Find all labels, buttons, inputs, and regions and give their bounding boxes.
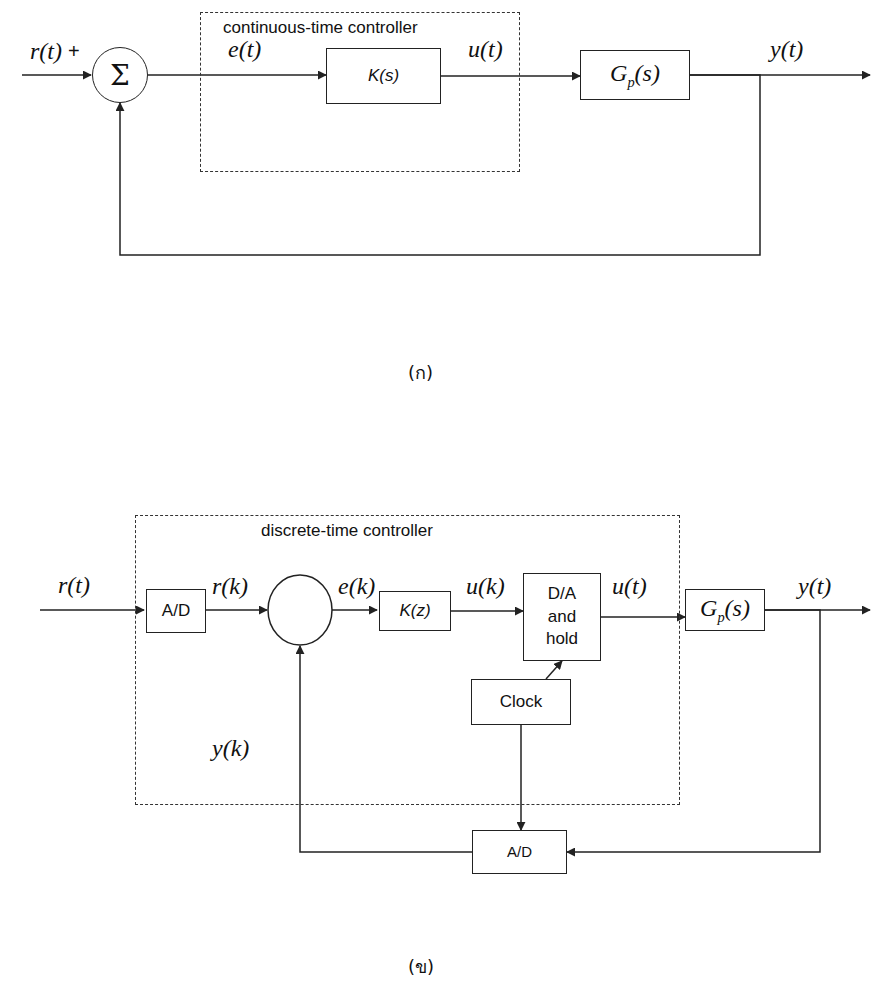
group-title: discrete-time controller: [261, 521, 433, 541]
sign-label: +: [68, 40, 80, 63]
signal-connector: [520, 725, 522, 830]
signal-connector: [546, 661, 562, 679]
controller-boundary: discrete-time controllerA/D K(z) D/A and h…: [135, 515, 680, 805]
clock-block: Clock: [471, 679, 571, 725]
group-title: continuous-time controller: [223, 18, 418, 38]
signal-wire: [332, 609, 377, 611]
plant-block: Gp(s): [685, 589, 765, 632]
input-wire: [22, 74, 91, 76]
converter-block: A/D: [472, 830, 567, 874]
signal-connector: [148, 74, 326, 76]
block-label: A/D: [162, 600, 190, 623]
block-label: A/D: [507, 842, 532, 862]
figure-caption: (ข): [408, 952, 434, 981]
signal-label: r(t): [58, 572, 90, 599]
figure-caption: (ก): [408, 358, 433, 387]
signal-label: y(k): [212, 735, 249, 762]
block-label: Σ: [110, 59, 130, 92]
controller-block: K(s): [326, 48, 441, 104]
signal-wire: [205, 609, 267, 611]
summing-junction: [268, 575, 332, 645]
feedback-wire: [300, 646, 472, 852]
plant-block: Gp(s): [580, 50, 690, 100]
block-label: D/A and hold: [541, 583, 583, 652]
signal-label: r(k): [212, 573, 248, 600]
block-label: K(s): [368, 66, 399, 86]
signal-label: u(t): [612, 573, 647, 600]
summing-junction: Σ: [92, 47, 148, 103]
block-label: Gp(s): [610, 60, 660, 91]
converter-block: A/D: [146, 589, 206, 633]
signal-label: e(k): [338, 573, 375, 600]
block-label: Clock: [500, 691, 543, 714]
signal-label: r(t): [30, 38, 62, 65]
signal-label: e(t): [228, 36, 261, 63]
signal-label: u(t): [468, 36, 503, 63]
converter-block: D/A and hold: [523, 573, 601, 661]
block-label: K(z): [399, 601, 430, 621]
signal-label: y(t): [770, 36, 803, 63]
signal-connector: [601, 616, 685, 618]
block-label: Gp(s): [700, 595, 750, 626]
signal-label: y(t): [798, 573, 831, 600]
input-wire: [40, 609, 144, 611]
signal-label: u(k): [466, 573, 505, 600]
controller-block: K(z): [379, 591, 451, 631]
signal-connector: [441, 75, 580, 77]
signal-connector: [567, 610, 820, 852]
signal-connector: [451, 610, 523, 612]
